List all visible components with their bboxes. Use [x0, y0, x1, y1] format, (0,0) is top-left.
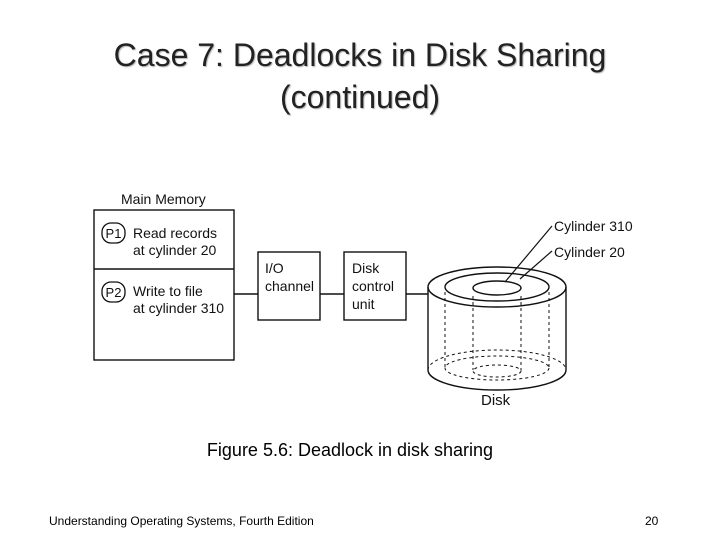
slide-title: Case 7: Deadlocks in Disk Sharing (conti…: [0, 34, 720, 118]
p1-task-line-1: Read records: [133, 225, 217, 241]
io-channel-label-line-2: channel: [265, 278, 314, 294]
disk-control-unit-label-line-3: unit: [352, 296, 375, 312]
footer-book-title: Understanding Operating Systems, Fourth …: [49, 514, 314, 528]
disk-control-unit-label-line-2: control: [352, 278, 394, 294]
disk-cylinder: [427, 266, 567, 391]
cylinder-20-label: Cylinder 20: [554, 244, 625, 260]
title-line-2: (continued): [279, 79, 441, 115]
title-line-1: Case 7: Deadlocks in Disk Sharing: [113, 37, 607, 73]
page-number: 20: [645, 514, 659, 528]
io-channel-label-line-1: I/O: [265, 260, 284, 276]
disk-control-unit-box: [343, 251, 407, 321]
p2-task-line-1: Write to file: [133, 283, 203, 299]
p1-badge: [101, 222, 126, 244]
io-channel-box: [257, 251, 321, 321]
p1-task-line-2: at cylinder 20: [133, 242, 216, 258]
disk-label: Disk: [481, 392, 511, 409]
cylinder-310-leader: [504, 225, 553, 283]
p1-badge-label: P1: [106, 226, 122, 241]
p2-task-line-2: at cylinder 310: [133, 300, 224, 316]
p2-badge-label: P2: [106, 285, 122, 300]
cylinder-20-leader: [519, 250, 553, 280]
disk-control-unit-label-line-1: Disk: [352, 260, 380, 276]
main-memory-box: [93, 209, 235, 361]
cylinder-310-label: Cylinder 310: [554, 218, 633, 234]
p2-badge: [101, 281, 126, 303]
main-memory-label: Main Memory: [121, 191, 206, 207]
figure-caption: Figure 5.6: Deadlock in disk sharing: [206, 440, 494, 460]
